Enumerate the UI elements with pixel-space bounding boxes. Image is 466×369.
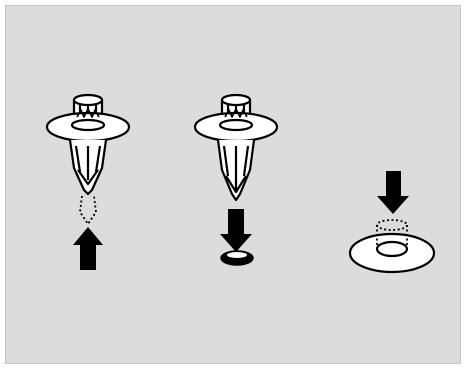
clip-with-pin-pressed-icon	[195, 95, 277, 200]
arrow-down-icon	[220, 209, 252, 252]
arrow-up-icon	[73, 227, 103, 270]
hole-icon	[221, 251, 253, 265]
arrow-down-icon	[377, 171, 409, 214]
clip-installed-washer-icon	[350, 220, 434, 272]
clip-with-pin-raised-icon	[47, 95, 129, 224]
